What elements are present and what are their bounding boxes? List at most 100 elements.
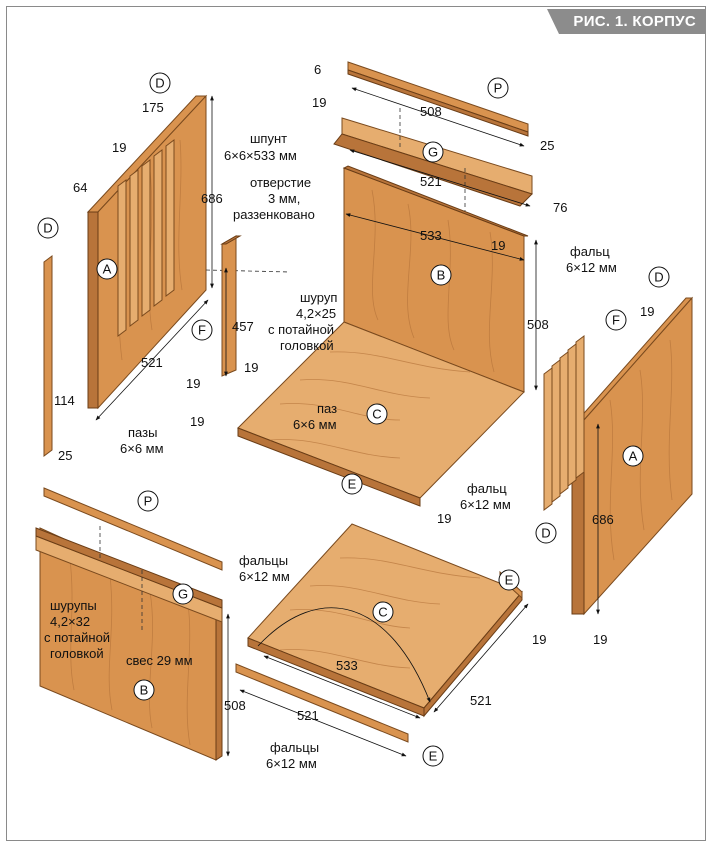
dim-533-lower: 533 xyxy=(336,658,358,673)
svg-text:E: E xyxy=(348,477,357,492)
diagram-frame xyxy=(6,6,706,841)
note-screw-2: 4,2×25 xyxy=(296,306,336,321)
callout-d-top-right: D xyxy=(648,266,670,288)
note-screw-1: шуруп xyxy=(300,290,337,305)
note-grooves-1: пазы xyxy=(128,425,157,440)
dim-508-rail: 508 xyxy=(420,104,442,119)
dim-19-right-b: 19 xyxy=(593,632,607,647)
callout-e-lower-front: E xyxy=(422,745,444,767)
svg-text:G: G xyxy=(178,587,188,602)
note-groove-1: паз xyxy=(317,401,337,416)
svg-text:E: E xyxy=(505,573,514,588)
dim-64: 64 xyxy=(73,180,87,195)
dim-521-left: 521 xyxy=(141,355,163,370)
dim-19-right-a: 19 xyxy=(532,632,546,647)
note-rabbets-bottom-2: 6×12 мм xyxy=(266,756,317,771)
dim-521-stretcher: 521 xyxy=(420,174,442,189)
callout-f-right: F xyxy=(605,309,627,331)
dim-25-left: 25 xyxy=(58,448,72,463)
side-panel-a-right xyxy=(543,296,694,616)
callout-p-top: P xyxy=(487,77,509,99)
callout-b-upper: B xyxy=(430,264,452,286)
note-rabbet-center-1: фальц xyxy=(467,481,507,496)
callout-a-right: A xyxy=(622,445,644,467)
note-rabbet-right-1: фальц xyxy=(570,244,610,259)
dim-19-f-a: 19 xyxy=(186,376,200,391)
note-screws-2: 4,2×32 xyxy=(50,614,90,629)
svg-text:G: G xyxy=(428,145,438,160)
dim-19-bottom-edge: 19 xyxy=(437,511,451,526)
callout-f-left: F xyxy=(191,319,213,341)
svg-text:P: P xyxy=(494,81,503,96)
note-hole-1: отверстие xyxy=(250,175,311,190)
note-rabbets-top-1: фальцы xyxy=(239,553,288,568)
edge-strip-d-left xyxy=(43,255,53,457)
rail-p-top xyxy=(347,61,529,137)
note-overhang: свес 29 мм xyxy=(126,653,193,668)
note-rabbets-top-2: 6×12 мм xyxy=(239,569,290,584)
callout-e-upper: E xyxy=(341,473,363,495)
callout-d-top-left: D xyxy=(149,72,171,94)
note-screws-4: головкой xyxy=(50,646,104,661)
dim-19-right-top: 19 xyxy=(640,304,654,319)
slats-right xyxy=(543,335,585,511)
dim-19-stretcher: 19 xyxy=(312,95,326,110)
svg-text:C: C xyxy=(378,605,387,620)
callout-g-bottom: G xyxy=(172,583,194,605)
svg-text:B: B xyxy=(140,683,149,698)
dim-686-right: 686 xyxy=(592,512,614,527)
notes: шпунт 6×6×533 мм отверстие 3 мм, раззенк… xyxy=(44,131,617,771)
dim-19-slat: 19 xyxy=(112,140,126,155)
svg-text:A: A xyxy=(103,262,112,277)
callout-a-left: A xyxy=(96,258,118,280)
svg-text:F: F xyxy=(612,313,620,328)
note-tongue: шпунт xyxy=(250,131,287,146)
note-screw-3: с потайной xyxy=(268,322,334,337)
note-screws-1: шурупы xyxy=(50,598,97,613)
note-screw-4: головкой xyxy=(280,338,334,353)
note-screws-3: с потайной xyxy=(44,630,110,645)
note-grooves-2: 6×6 мм xyxy=(120,441,164,456)
svg-text:P: P xyxy=(144,494,153,509)
callout-p-bottom: P xyxy=(137,490,159,512)
svg-text:C: C xyxy=(372,407,381,422)
dim-19-f-b: 19 xyxy=(244,360,258,375)
dim-76: 76 xyxy=(553,200,567,215)
dim-19-bottom: 19 xyxy=(190,414,204,429)
callout-c-upper: C xyxy=(366,403,388,425)
note-hole-3: раззенковано xyxy=(233,207,315,222)
svg-text:E: E xyxy=(429,749,438,764)
dim-6: 6 xyxy=(314,62,321,77)
rail-p-bottom xyxy=(43,487,223,571)
slats-left xyxy=(117,139,175,337)
dim-521-lower-front: 521 xyxy=(297,708,319,723)
svg-text:D: D xyxy=(43,221,52,236)
dim-19-back: 19 xyxy=(491,238,505,253)
callout-c-lower: C xyxy=(372,601,394,623)
figure-title: РИС. 1. КОРПУС xyxy=(547,9,706,34)
svg-text:D: D xyxy=(541,526,550,541)
dim-457: 457 xyxy=(232,319,254,334)
svg-text:F: F xyxy=(198,323,206,338)
dimension-lines xyxy=(95,87,600,757)
note-rabbet-right-2: 6×12 мм xyxy=(566,260,617,275)
callout-d-left: D xyxy=(37,217,59,239)
note-tongue-size: 6×6×533 мм xyxy=(224,148,297,163)
callout-g-top: G xyxy=(422,141,444,163)
dim-521-lower-right: 521 xyxy=(470,693,492,708)
svg-text:A: A xyxy=(629,449,638,464)
dim-114: 114 xyxy=(54,393,75,408)
dim-508-back: 508 xyxy=(527,317,549,332)
callout-d-right: D xyxy=(535,522,557,544)
dim-686-left: 686 xyxy=(201,191,223,206)
divider-f-left xyxy=(220,235,242,377)
svg-text:D: D xyxy=(155,76,164,91)
svg-text:B: B xyxy=(437,268,446,283)
svg-text:D: D xyxy=(654,270,663,285)
dim-25-rail: 25 xyxy=(540,138,554,153)
callout-b-lower: B xyxy=(133,679,155,701)
dim-508-lower: 508 xyxy=(224,698,246,713)
note-groove-2: 6×6 мм xyxy=(293,417,337,432)
